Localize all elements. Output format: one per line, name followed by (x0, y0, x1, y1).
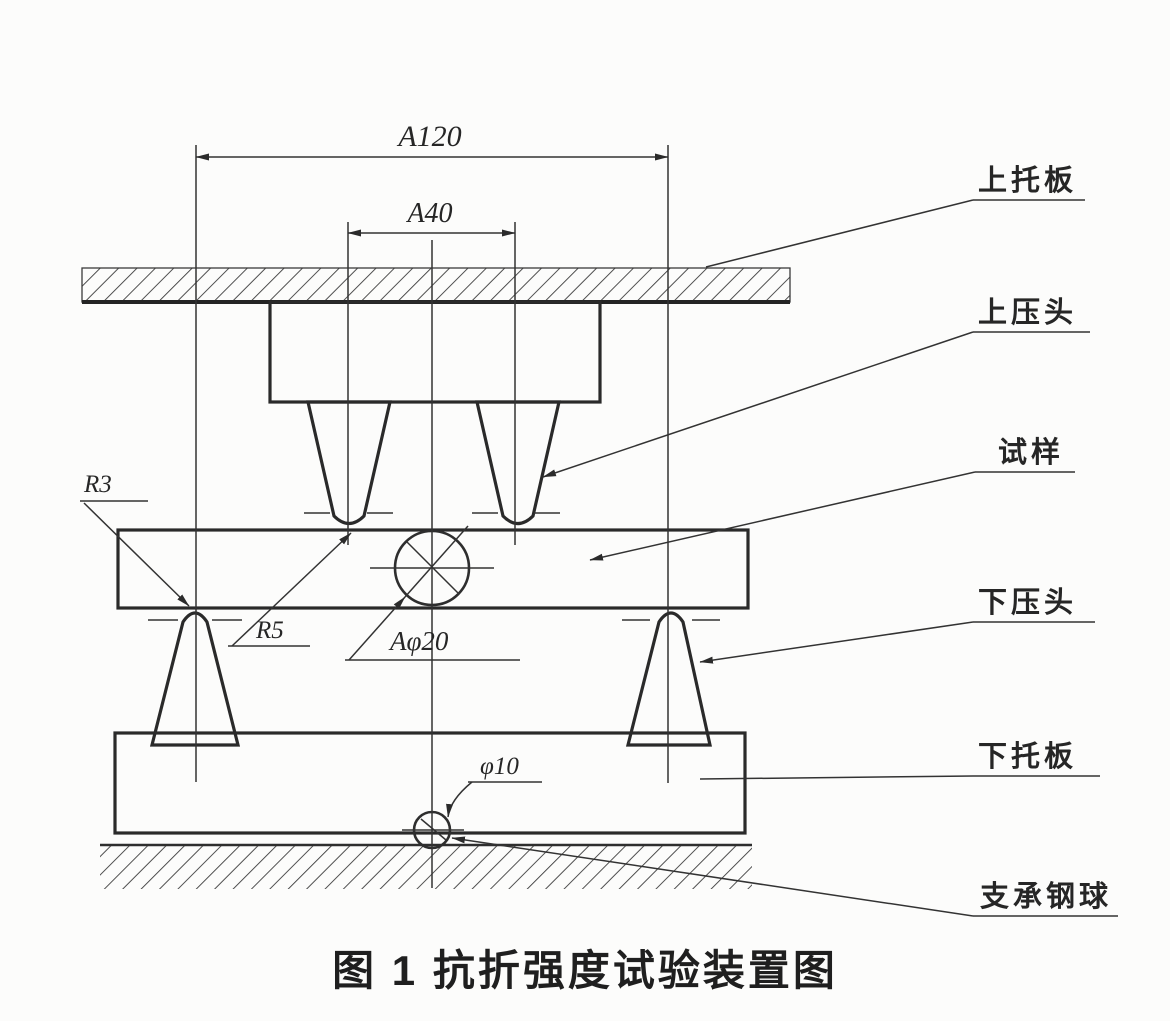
lower-plate-label: 下托板 (978, 740, 1077, 773)
specimen-leader-line (589, 471, 976, 561)
upper-press-head-block (268, 300, 602, 404)
upper-press-tip-right (474, 400, 562, 526)
upper-press-tip-left (305, 400, 393, 526)
lower-press-head-left (149, 611, 241, 747)
lower-support-plate-body (113, 731, 747, 835)
center-hole-diagonal-line (406, 541, 460, 595)
label-support-ball: 支承钢球 (451, 836, 1118, 917)
lower-head-label: 下压头 (978, 586, 1077, 619)
ball-diameter-label: φ10 (480, 753, 519, 780)
upper-head-label: 上压头 (978, 296, 1077, 329)
label-lower-head: 下压头 (699, 586, 1095, 664)
a40-label: A40 (405, 198, 452, 229)
callout-center-hole: Aφ20 (345, 525, 520, 661)
upper-support-plate-body (81, 267, 791, 303)
r3-leader-line (83, 502, 190, 607)
center-hole-leader-line (348, 596, 406, 661)
upper-support-plate (81, 267, 791, 304)
figure-caption: 图 1 抗折强度试验装置图 (332, 947, 838, 994)
lower-plate-leader-line (699, 775, 974, 780)
support-ball (402, 810, 464, 850)
upper-plate-label: 上托板 (978, 164, 1077, 197)
callout-ball-diameter: φ10 (446, 753, 542, 818)
center-hole-label: Aφ20 (388, 626, 449, 656)
support-ball-diagonal-line (420, 818, 447, 841)
upper-press-head (268, 300, 602, 526)
r5-leader-line (231, 532, 352, 647)
r5-label: R5 (255, 617, 284, 644)
lower-head-leader-line (699, 621, 974, 664)
lower-press-head-right (625, 611, 712, 747)
tip-tick-marks (148, 512, 720, 621)
r3-label: R3 (83, 471, 112, 498)
dimension-a40: A40 (347, 198, 516, 237)
upper-plate-leader-line (705, 199, 974, 268)
callout-r5: R5 (228, 532, 352, 647)
ground-hatch-band (100, 846, 752, 889)
label-upper-head: 上压头 (542, 296, 1090, 478)
lower-support-plate (113, 731, 747, 835)
upper-head-leader-line (542, 331, 974, 478)
ball-diameter-leader-line (446, 781, 473, 818)
specimen-label: 试样 (998, 435, 1064, 469)
label-lower-plate: 下托板 (699, 740, 1100, 780)
extension-lines (195, 145, 669, 888)
label-upper-plate: 上托板 (705, 164, 1085, 268)
dimension-a120: A120 (195, 120, 669, 161)
callout-r3: R3 (80, 471, 190, 607)
support-ball-leader-line (451, 836, 974, 917)
support-ball-label: 支承钢球 (980, 880, 1112, 913)
center-hole-leader-extension (404, 525, 469, 598)
label-specimen: 试样 (589, 435, 1075, 561)
a120-label: A120 (396, 120, 461, 153)
ground-hatch (100, 843, 752, 889)
